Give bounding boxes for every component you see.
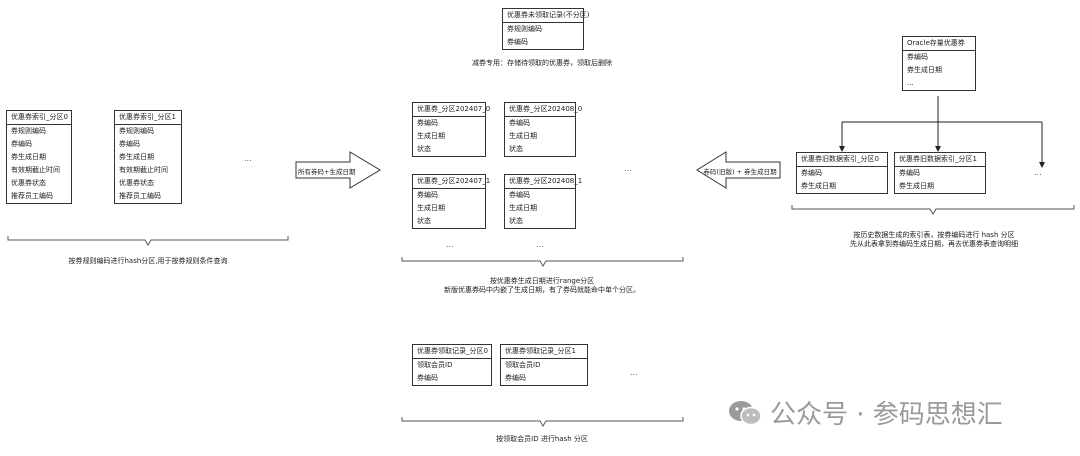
table-field: 推荐员工编码	[11, 192, 53, 200]
table-field: ...	[907, 79, 914, 87]
table-field: 推荐员工编码	[119, 192, 161, 200]
table-title: 优惠券_分区202407_0	[413, 103, 490, 117]
ellipsis: ...	[630, 368, 638, 377]
table-field: 有效期截止时间	[11, 166, 60, 174]
oracle-table: Oracle存量优惠券 券编码 券生成日期 ...	[902, 36, 976, 91]
record-note: 按领取会员ID 进行hash 分区	[496, 435, 588, 443]
table-field: 券生成日期	[899, 182, 934, 190]
index-brace	[7, 236, 289, 246]
table-field: 券规则编码	[507, 25, 542, 33]
table-field: 券编码	[899, 169, 920, 177]
watermark-text: 公众号 · 参码思想汇	[770, 400, 1003, 430]
ellipsis: ...	[1034, 168, 1042, 177]
table-field: 生成日期	[417, 132, 445, 140]
table-field: 状态	[509, 217, 523, 225]
table-field: 优惠券状态	[11, 179, 46, 187]
old-note-line1: 按历史数据生成的索引表，按券编码进行 hash 分区	[853, 231, 1015, 239]
table-title: Oracle存量优惠券	[903, 37, 975, 51]
table-field: 券编码	[417, 119, 438, 127]
table-field: 券生成日期	[801, 182, 836, 190]
table-field: 券编码	[417, 374, 438, 382]
arrow-right-label: 券码(旧版) + 券生成日期	[703, 168, 777, 176]
table-field: 生成日期	[509, 132, 537, 140]
table-field: 券编码	[417, 191, 438, 199]
index-note: 按券规则编码进行hash分区,用于按券规则条件查询	[68, 257, 228, 265]
table-field: 券编码	[11, 140, 32, 148]
coupon-table-202408-1: 优惠券_分区202408_1 券编码 生成日期 状态	[504, 174, 582, 229]
table-title: 优惠券_分区202407_1	[413, 175, 490, 189]
table-title: 优惠券领取记录_分区1	[501, 345, 587, 359]
table-title: 优惠券旧数据索引_分区0	[797, 153, 887, 167]
right-arrow-shape	[295, 151, 381, 189]
table-field: 生成日期	[417, 204, 445, 212]
unused-coupon-table: 优惠券未领取记录(不分区) 券规则编码 券编码	[502, 8, 589, 50]
coupon-note-line2: 新版优惠券码中内嵌了生成日期，有了券码就能命中单个分区。	[444, 286, 640, 294]
table-field: 券编码	[801, 169, 822, 177]
record-brace	[401, 417, 684, 427]
index-table-1: 优惠券索引_分区1 券规则编码 券编码 券生成日期 有效期截止时间 优惠券状态 …	[114, 110, 182, 204]
old-note-line2: 先从此表拿到券编码生成日期，再去优惠券表查询明细	[850, 240, 1018, 248]
index-table-0: 优惠券索引_分区0 券规则编码 券编码 券生成日期 有效期截止时间 优惠券状态 …	[6, 110, 72, 204]
table-field: 券规则编码	[119, 127, 154, 135]
old-index-table-0: 优惠券旧数据索引_分区0 券编码 券生成日期	[796, 152, 888, 194]
table-title: 优惠券索引_分区1	[115, 111, 181, 125]
table-field: 有效期截止时间	[119, 166, 168, 174]
coupon-table-202407-1: 优惠券_分区202407_1 券编码 生成日期 状态	[412, 174, 490, 229]
record-table-0: 优惠券领取记录_分区0 领取会员ID 券编码	[412, 344, 492, 386]
table-field: 券生成日期	[907, 66, 942, 74]
old-index-brace	[791, 205, 1075, 215]
table-field: 券编码	[907, 53, 928, 61]
table-field: 生成日期	[509, 204, 537, 212]
wechat-icon	[729, 400, 762, 425]
table-field: 券编码	[507, 38, 528, 46]
table-title: 优惠券_分区202408_0	[505, 103, 582, 117]
table-field: 券编码	[509, 119, 530, 127]
table-title: 优惠券索引_分区0	[7, 111, 71, 125]
table-field: 券生成日期	[11, 153, 46, 161]
ellipsis: ...	[536, 240, 544, 249]
arrow-left-label: 所有券码+生成日期	[298, 168, 356, 176]
record-table-1: 优惠券领取记录_分区1 领取会员ID 券编码	[500, 344, 588, 386]
table-field: 券编码	[119, 140, 140, 148]
table-field: 状态	[417, 217, 431, 225]
watermark: 公众号 · 参码思想汇	[728, 394, 1003, 431]
ellipsis: ...	[244, 154, 252, 163]
table-title: 优惠券领取记录_分区0	[413, 345, 491, 359]
coupon-note-line1: 按优惠券生成日期进行range分区	[489, 277, 595, 285]
table-field: 券规则编码	[11, 127, 46, 135]
table-title: 优惠券未领取记录(不分区)	[503, 9, 589, 23]
unused-note: 减券专用：存储待领取的优惠券，领取后删除	[472, 59, 612, 67]
ellipsis: ...	[624, 164, 632, 173]
table-field: 状态	[509, 145, 523, 153]
table-title: 优惠券_分区202408_1	[505, 175, 582, 189]
table-field: 券编码	[509, 191, 530, 199]
coupon-table-202408-0: 优惠券_分区202408_0 券编码 生成日期 状态	[504, 102, 582, 157]
coupon-table-202407-0: 优惠券_分区202407_0 券编码 生成日期 状态	[412, 102, 490, 157]
table-field: 优惠券状态	[119, 179, 154, 187]
table-field: 状态	[417, 145, 431, 153]
table-title: 优惠券旧数据索引_分区1	[895, 153, 985, 167]
old-index-table-1: 优惠券旧数据索引_分区1 券编码 券生成日期	[894, 152, 986, 194]
ellipsis: ...	[446, 240, 454, 249]
coupon-brace	[401, 257, 684, 267]
table-field: 券生成日期	[119, 153, 154, 161]
table-field: 领取会员ID	[505, 361, 541, 369]
left-arrow-shape	[696, 151, 781, 189]
table-field: 券编码	[505, 374, 526, 382]
table-field: 领取会员ID	[417, 361, 453, 369]
